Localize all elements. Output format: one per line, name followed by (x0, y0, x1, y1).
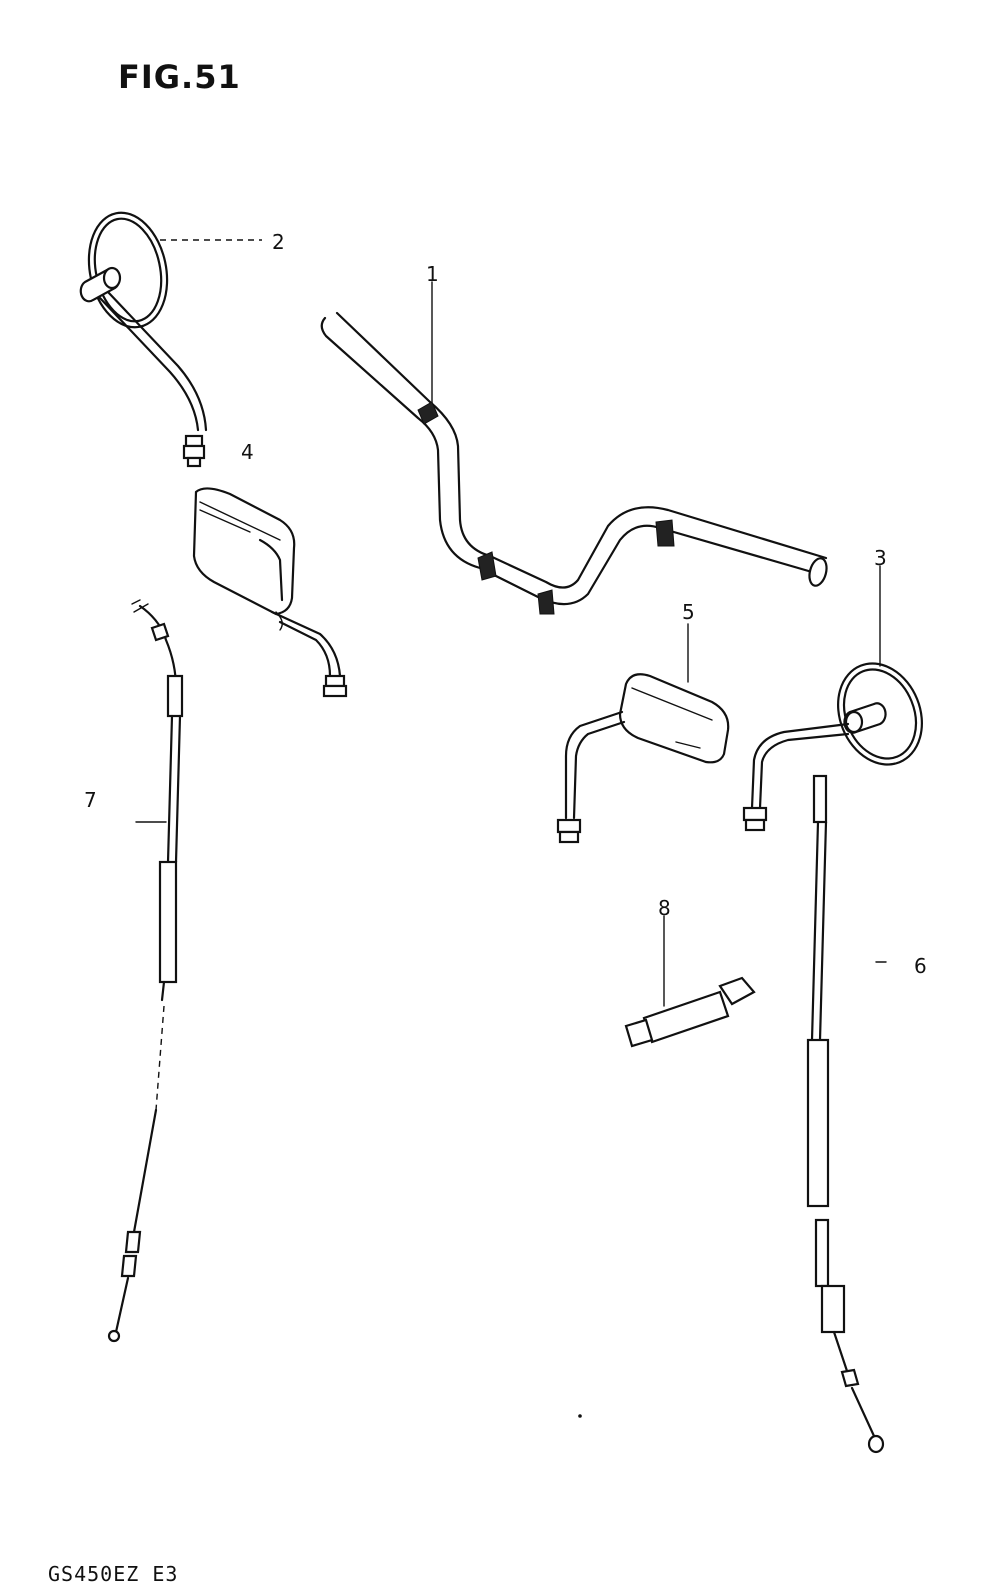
handlebar (320, 281, 828, 615)
callout-3: 3 (874, 546, 887, 570)
callout-2: 2 (272, 230, 285, 254)
callout-4: 4 (241, 440, 254, 464)
callout-5: 5 (682, 600, 695, 624)
callout-7: 7 (84, 788, 97, 812)
mirror-round-right (742, 565, 923, 832)
mirror-round-left (79, 211, 262, 468)
stray-dot (578, 1414, 582, 1418)
small-tube (624, 915, 756, 1048)
cable-left (107, 599, 184, 1343)
callout-1: 1 (426, 262, 439, 286)
mirror-rect-left (192, 487, 348, 698)
callout-6: 6 (914, 954, 927, 978)
cable-right (806, 774, 887, 1454)
figure-title: FIG.51 (118, 58, 241, 96)
callout-8: 8 (658, 896, 671, 920)
mirror-rect-right (556, 623, 730, 844)
model-code: GS450EZ E3 (48, 1562, 179, 1586)
